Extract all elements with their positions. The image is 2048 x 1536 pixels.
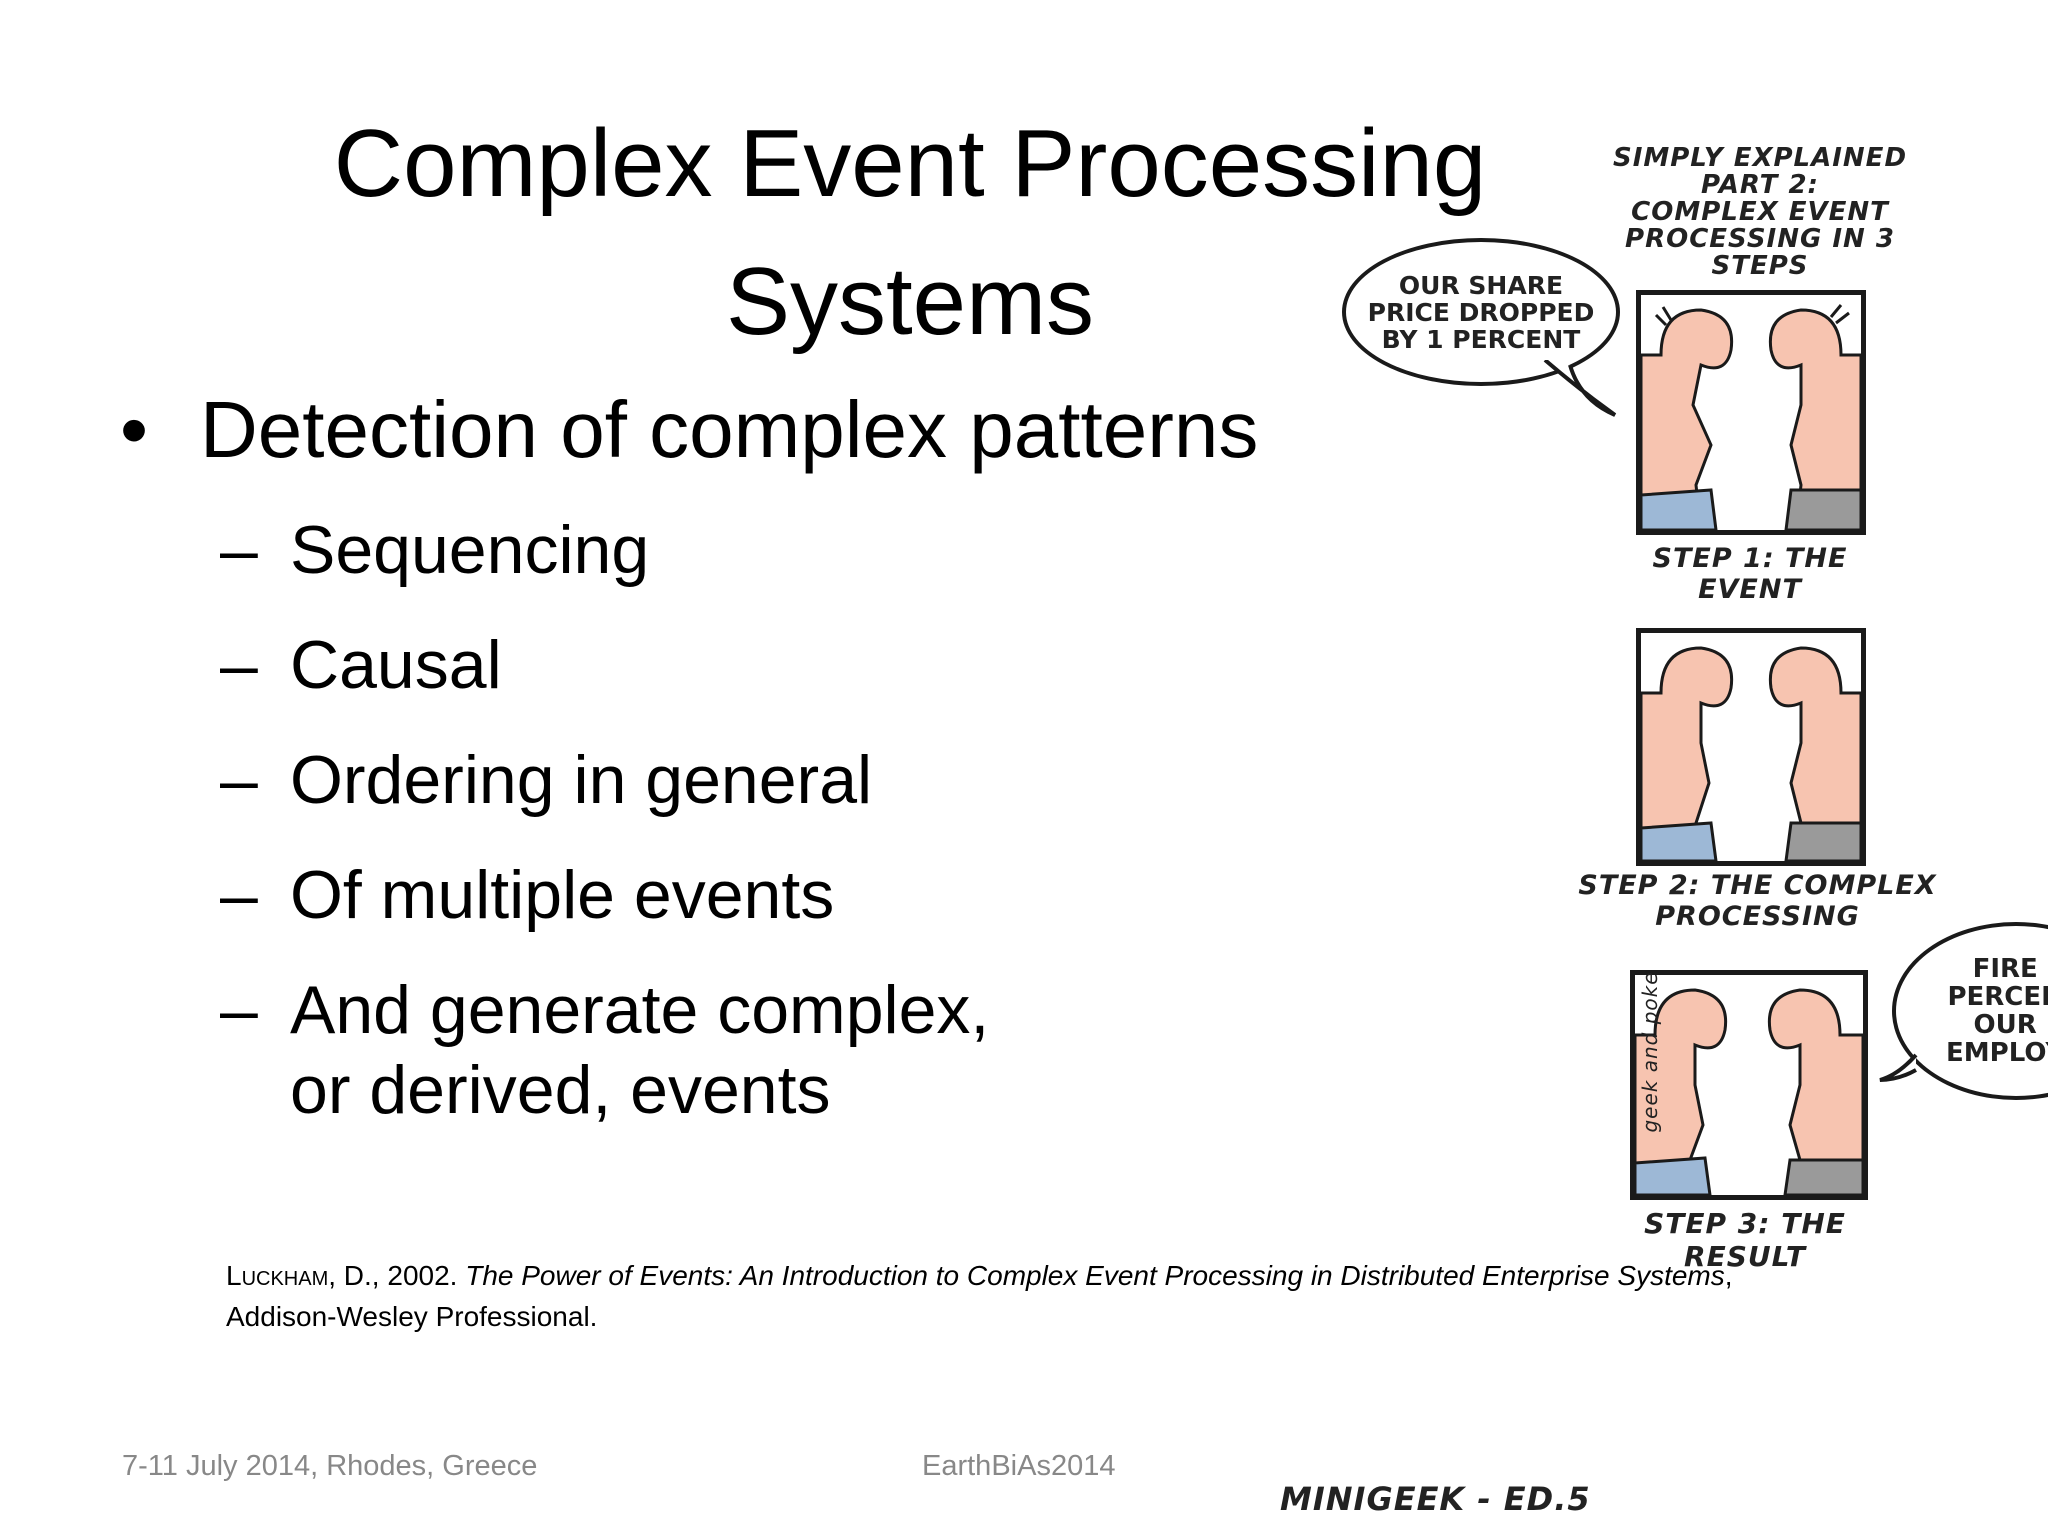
reference-comma: , xyxy=(1724,1260,1733,1291)
main-bullet-text: Detection of complex patterns xyxy=(200,385,1259,474)
reference-year: , D., 2002. xyxy=(328,1260,466,1291)
sub-bullet: –Sequencing xyxy=(220,510,649,590)
sub-bullet-continuation: or derived, events xyxy=(290,1052,831,1128)
title-line-2: Systems xyxy=(725,248,1095,355)
bubble-line: PRICE DROPPED xyxy=(1367,297,1595,327)
reference: Luckham, D., 2002. The Power of Events: … xyxy=(226,1255,1926,1337)
comic-panel-1 xyxy=(1636,290,1866,535)
sub-bullet-text: Sequencing xyxy=(290,512,650,588)
bubble-line: BY 1 PERCENT xyxy=(1381,324,1581,354)
slide-title: Complex Event Processing Systems xyxy=(250,95,1570,371)
reference-title: The Power of Events: An Introduction to … xyxy=(465,1260,1725,1291)
dash-icon: – xyxy=(220,627,258,703)
sub-bullet-text: Ordering in general xyxy=(290,742,873,818)
bullet-dot-icon: • xyxy=(120,385,149,474)
bubble-tail-icon xyxy=(1543,360,1617,417)
comic-header-line: PART 2: xyxy=(1701,170,1819,200)
sub-bullet: –Of multiple events xyxy=(220,855,834,935)
sub-bullet-text: Of multiple events xyxy=(290,857,835,933)
sub-bullet-text: Causal xyxy=(290,627,502,703)
title-line-1: Complex Event Processing xyxy=(333,110,1487,217)
speech-bubble-1: OUR SHARE PRICE DROPPED BY 1 PERCENT xyxy=(1342,238,1620,386)
sub-bullet: –Causal xyxy=(220,625,502,705)
comic-header-line: PROCESSING IN 3 xyxy=(1625,224,1895,254)
speech-bubble-3-clip: FIRE PERCEN OUR EMPLOY xyxy=(1890,920,2048,1105)
dash-icon: – xyxy=(220,972,258,1048)
comic-panel-2 xyxy=(1636,628,1866,866)
two-characters-icon xyxy=(1641,304,1861,530)
main-bullet: • Detection of complex patterns xyxy=(120,380,1258,480)
bubble-tail-icon xyxy=(1879,1053,1918,1082)
dash-icon: – xyxy=(220,512,258,588)
step-2-caption: STEP 2: THE COMPLEX PROCESSING xyxy=(1578,870,1937,932)
reference-publisher: Addison-Wesley Professional. xyxy=(226,1301,598,1332)
sub-bullet: –And generate complex, or derived, event… xyxy=(220,970,989,1130)
footer-date-location: 7-11 July 2014, Rhodes, Greece xyxy=(122,1450,538,1482)
geek-and-poke-signature: geek and poke xyxy=(1638,971,1662,1133)
step-3-caption: STEP 3: THE RESULT xyxy=(1644,1207,1846,1273)
two-characters-icon xyxy=(1641,646,1861,861)
sub-bullet: –Ordering in general xyxy=(220,740,872,820)
footer-event-name: EarthBiAs2014 xyxy=(922,1450,1116,1482)
bubble-line: OUR xyxy=(1973,1010,2037,1040)
bubble-line: PERCEN xyxy=(1947,982,2048,1012)
comic-header-line: SIMPLY EXPLAINED xyxy=(1612,143,1908,173)
bubble-line: FIRE xyxy=(1972,954,2038,984)
bubble-line: OUR SHARE xyxy=(1398,270,1564,300)
bubble-line: EMPLOY xyxy=(1946,1038,2048,1068)
comic-panel-3 xyxy=(1630,970,1868,1200)
comic-header-line: COMPLEX EVENT xyxy=(1631,197,1889,227)
step-1-caption: STEP 1: THE EVENT xyxy=(1652,543,1848,605)
dash-icon: – xyxy=(220,742,258,818)
two-characters-icon xyxy=(1635,988,1863,1195)
comic-header-line: STEPS xyxy=(1711,251,1809,281)
dash-icon: – xyxy=(220,857,258,933)
comic-credit: MINIGEEK - ED.5 xyxy=(1280,1480,1591,1518)
sub-bullet-text: And generate complex, xyxy=(290,972,990,1048)
comic-header: SIMPLY EXPLAINED PART 2: COMPLEX EVENT P… xyxy=(1605,145,1915,280)
reference-author: Luckham xyxy=(226,1260,329,1291)
